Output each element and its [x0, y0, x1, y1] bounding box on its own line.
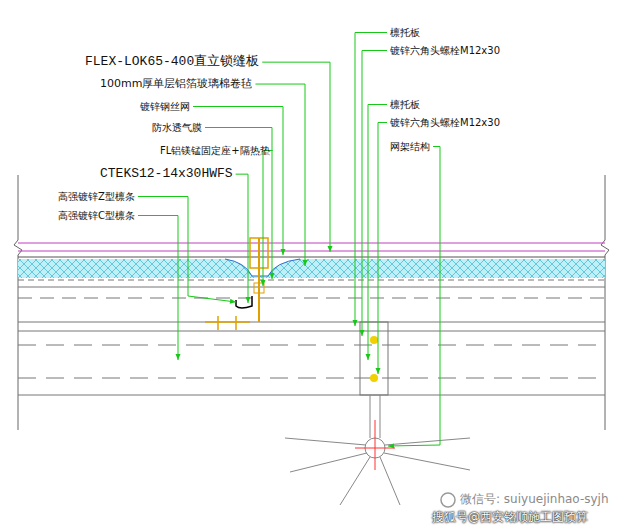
- leader-arrowhead: [246, 297, 251, 303]
- insulation: [18, 259, 605, 278]
- leader-line: [378, 123, 387, 375]
- watermark: 搜狐号@西安铭顺施工图预算: [432, 511, 588, 524]
- z-purlin: [236, 296, 252, 308]
- clip-label: FL铝镁锰固定座+隔热垫: [160, 145, 270, 156]
- membrane-label: 防水透气膜: [152, 122, 202, 133]
- purlin-label: 高强镀锌C型檩条: [58, 210, 135, 221]
- bolt-label: 镀锌六角头螺栓M12x30: [390, 45, 500, 56]
- leader-arrowhead: [376, 368, 381, 374]
- purlin-line: [18, 345, 605, 346]
- structure-label: 网架结构: [390, 141, 430, 152]
- panel-label: FLEX-LOK65-400直立锁缝板: [85, 55, 259, 69]
- leader-line: [138, 216, 178, 361]
- space-frame: [285, 395, 470, 505]
- leader-arrowhead: [360, 330, 365, 336]
- leader-line: [355, 33, 387, 327]
- leader-line: [138, 197, 236, 303]
- bolt: [370, 336, 378, 344]
- leader-arrowhead: [366, 354, 371, 360]
- leader-arrowhead: [230, 299, 236, 304]
- leader-line: [263, 151, 273, 287]
- leader-line: [362, 51, 387, 337]
- bolt-label: 镀锌六角头螺栓M12x30: [390, 117, 500, 128]
- roof-sheet: [18, 251, 605, 252]
- watermark: 微信号: suiyuejinhao-syjh: [460, 493, 609, 506]
- purlin-label: 高强镀锌Z型檩条: [58, 191, 135, 202]
- mesh-label: 镀锌钢丝网: [140, 101, 190, 112]
- support-label: 檩托板: [390, 99, 420, 110]
- purlin-line: [18, 395, 605, 396]
- wire-mesh: [18, 257, 605, 258]
- break-lines: [14, 175, 609, 430]
- screw-label: CTEKS12-14x30HWFS: [100, 167, 233, 181]
- leader-line: [236, 174, 248, 303]
- leader-arrowhead: [270, 273, 275, 279]
- membrane: [18, 280, 605, 281]
- purlin-line: [18, 331, 605, 332]
- leader-arrowhead: [328, 246, 333, 252]
- roof-sheet: [18, 243, 605, 244]
- leader-arrowhead: [388, 443, 394, 448]
- purlin-line: [18, 287, 605, 288]
- leader-line: [388, 147, 440, 447]
- leader-arrowhead: [353, 320, 358, 326]
- purlin-line: [18, 378, 605, 379]
- purlin-line: [18, 298, 605, 299]
- leader-arrowhead: [176, 354, 181, 360]
- leader-arrowhead: [261, 280, 266, 286]
- bolt: [370, 374, 378, 382]
- frame-centerlines: [355, 420, 395, 470]
- purlin-support: [360, 322, 388, 395]
- wechat-icon: [441, 493, 455, 507]
- insulation-label: 100mm厚单层铝箔玻璃棉卷毡: [100, 78, 252, 90]
- support-label: 檩托板: [390, 27, 420, 38]
- purlin-bolts: [205, 316, 250, 330]
- leader-arrowhead: [303, 260, 308, 266]
- leader-arrowhead: [281, 249, 286, 255]
- clip-post: [258, 238, 260, 322]
- purlin-line: [18, 322, 605, 323]
